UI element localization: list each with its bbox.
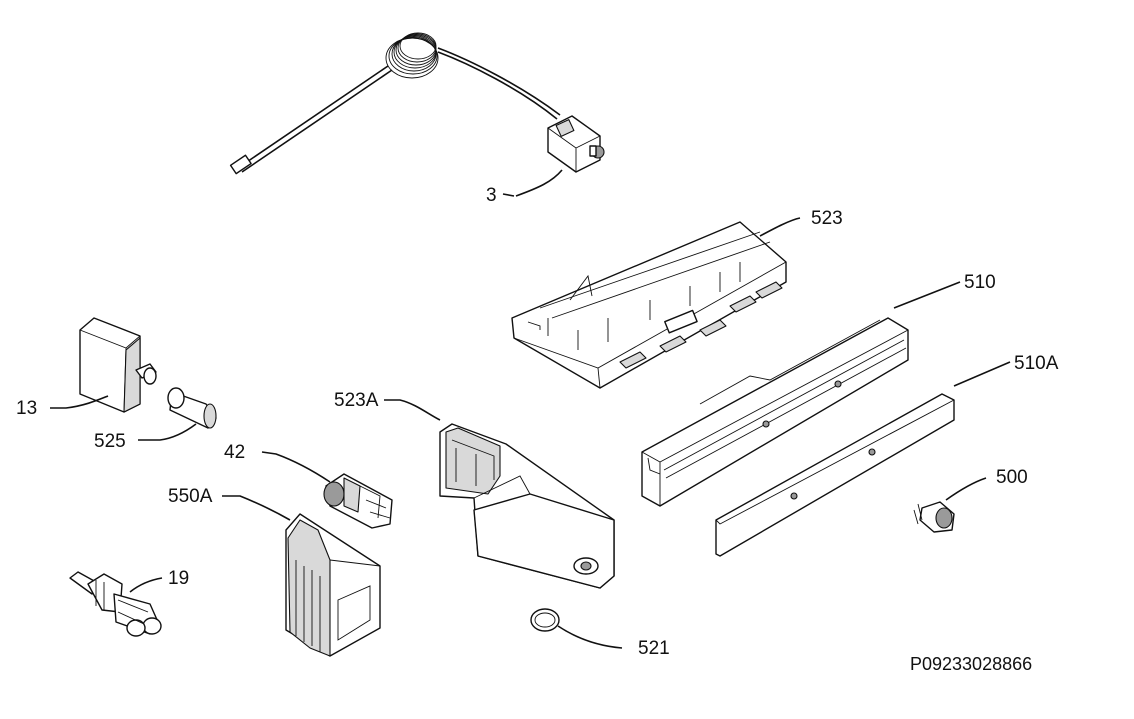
part-510a-strip: 510A: [715, 353, 1059, 557]
part-523-tray: 523: [511, 208, 843, 389]
thermostat-body: [547, 115, 605, 173]
part-13-switch: 13: [16, 317, 157, 419]
part-521-ring: 521: [530, 608, 670, 659]
callout-19: 19: [168, 568, 189, 589]
part-3-thermostat: 3: [229, 32, 605, 206]
callout-550a: 550A: [168, 486, 213, 507]
callout-42: 42: [224, 442, 245, 463]
part-525-button: 525: [94, 387, 217, 452]
callout-523a: 523A: [334, 390, 379, 411]
callout-510: 510: [964, 272, 996, 293]
callout-510a: 510A: [1014, 353, 1059, 374]
part-19-lamp: 19: [69, 568, 189, 637]
part-500-connector: 500: [913, 467, 1028, 533]
callout-521: 521: [638, 638, 670, 659]
callout-500: 500: [996, 467, 1028, 488]
part-510-panel: 510: [641, 272, 996, 507]
capillary-coil: [385, 32, 439, 79]
callout-523: 523: [811, 208, 843, 229]
callout-3: 3: [486, 185, 497, 206]
drawing-code: P09233028866: [910, 654, 1032, 674]
part-550a-cover: 550A: [168, 486, 381, 657]
callout-13: 13: [16, 398, 37, 419]
part-42-lamp-holder: 42: [224, 442, 393, 529]
part-523a-cover: 523A: [334, 390, 615, 589]
callout-525: 525: [94, 431, 126, 452]
